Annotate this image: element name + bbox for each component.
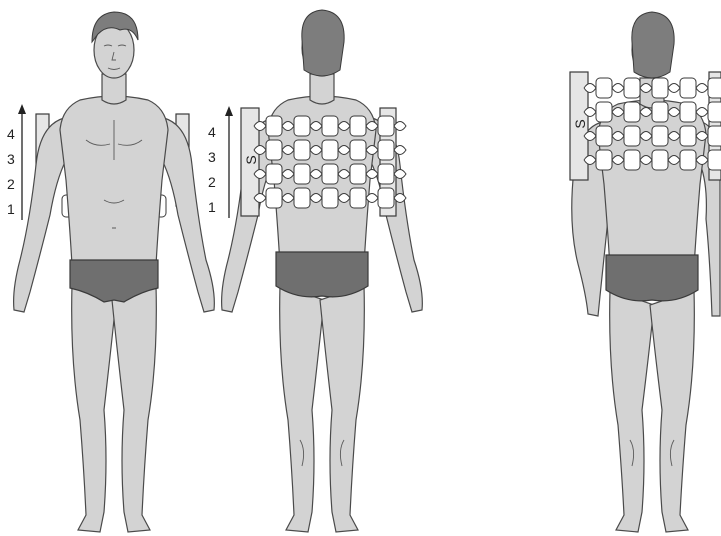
electrode-pad bbox=[624, 102, 640, 122]
electrode-pad bbox=[624, 150, 640, 170]
scale-tick: 3 bbox=[208, 149, 216, 165]
electrode-pad bbox=[266, 164, 282, 184]
scale-tick: 3 bbox=[7, 151, 15, 167]
electrode-pad bbox=[378, 140, 394, 160]
figure-back-low bbox=[222, 10, 423, 532]
scale-tick: 1 bbox=[7, 201, 15, 217]
electrode-pad bbox=[680, 78, 696, 98]
pad-connector bbox=[668, 84, 680, 93]
electrode-pad bbox=[624, 78, 640, 98]
electrode-pad bbox=[624, 126, 640, 146]
electrode-pad bbox=[680, 102, 696, 122]
electrode-pad bbox=[708, 150, 721, 170]
electrode-pad bbox=[680, 150, 696, 170]
figure-front bbox=[14, 12, 215, 532]
electrode-pad bbox=[652, 102, 668, 122]
electrode-pad bbox=[596, 78, 612, 98]
shorts bbox=[606, 255, 698, 301]
scale-tick: 1 bbox=[208, 199, 216, 215]
electrode-pad bbox=[596, 126, 612, 146]
electrode-pad bbox=[294, 164, 310, 184]
electrode-pad bbox=[652, 150, 668, 170]
pad-connector bbox=[612, 84, 624, 93]
electrode-pad bbox=[350, 116, 366, 136]
electrode-pad bbox=[322, 116, 338, 136]
scale-tick: 4 bbox=[7, 126, 15, 142]
electrode-pad bbox=[294, 140, 310, 160]
electrode-pad bbox=[350, 164, 366, 184]
electrode-pad bbox=[266, 140, 282, 160]
electrode-pad bbox=[266, 188, 282, 208]
scale-front: 4 3 2 1 bbox=[7, 104, 26, 220]
scale-tick: 4 bbox=[208, 124, 216, 140]
electrode-pad bbox=[680, 126, 696, 146]
electrode-pad bbox=[294, 188, 310, 208]
electrode-pad bbox=[322, 140, 338, 160]
electrode-pad bbox=[708, 126, 721, 146]
electrode-pad bbox=[350, 188, 366, 208]
plate-label-s: S bbox=[572, 119, 588, 128]
electrode-pad bbox=[322, 164, 338, 184]
electrode-pad bbox=[378, 116, 394, 136]
electrode-pad bbox=[294, 116, 310, 136]
electrode-pad bbox=[350, 140, 366, 160]
pad-connector bbox=[696, 84, 708, 93]
electrode-pad bbox=[708, 78, 721, 98]
electrode-pad bbox=[596, 102, 612, 122]
electrode-pad bbox=[322, 188, 338, 208]
electrode-pad bbox=[596, 150, 612, 170]
scale-tick: 2 bbox=[208, 174, 216, 190]
scale-tick: 2 bbox=[7, 176, 15, 192]
electrode-pad bbox=[266, 116, 282, 136]
plate-label-s: S bbox=[243, 155, 259, 164]
electrode-pad bbox=[652, 78, 668, 98]
electrode-pad bbox=[652, 126, 668, 146]
electrode-pad bbox=[378, 164, 394, 184]
scale-back: 4 3 2 1 bbox=[208, 106, 233, 218]
shorts bbox=[276, 252, 368, 297]
electrode-pad bbox=[378, 188, 394, 208]
electrode-pad bbox=[708, 102, 721, 122]
